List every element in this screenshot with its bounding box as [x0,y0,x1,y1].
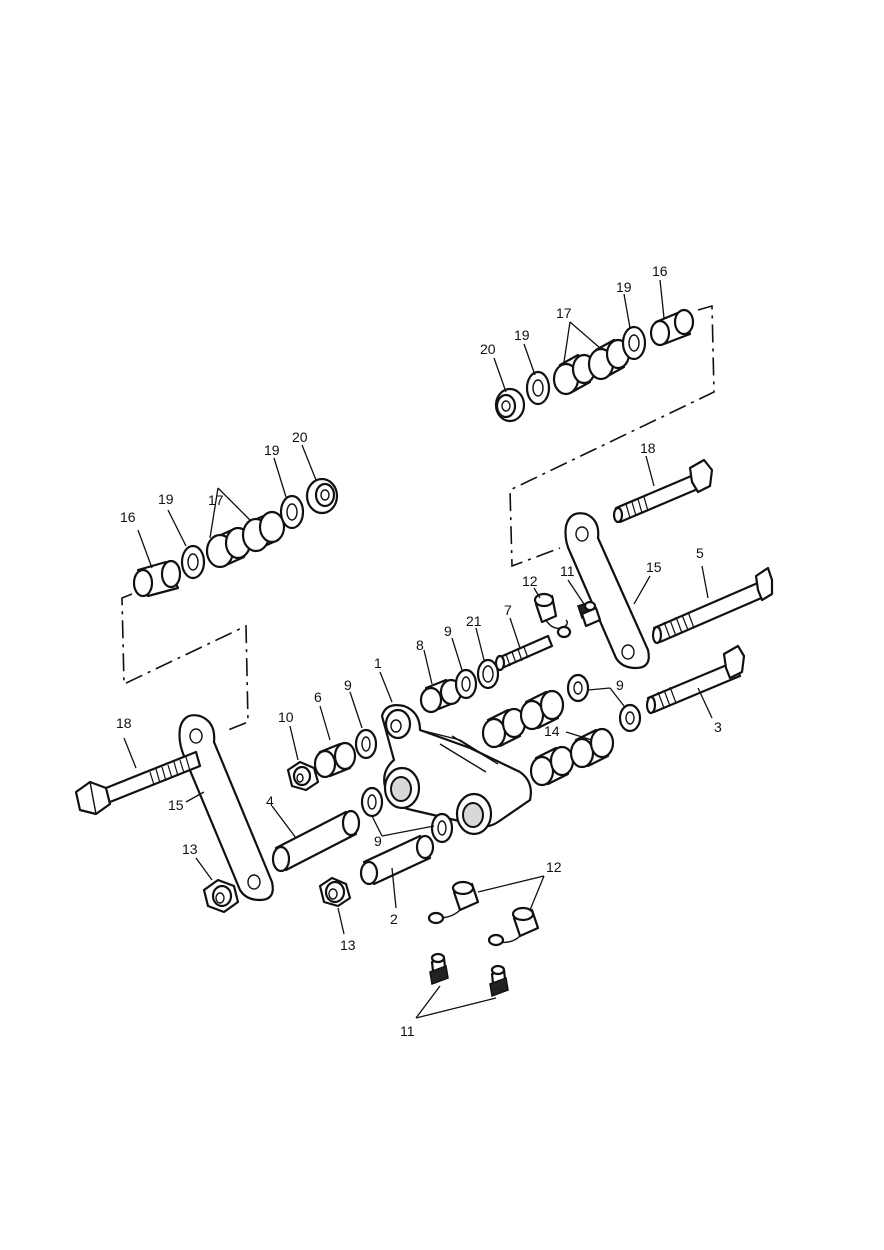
callout-11-upper: 11 [560,563,575,579]
part-18-right-bolt [612,458,714,524]
part-12-cap-lower-b [487,906,540,947]
callout-10: 10 [278,709,294,725]
part-17-upper-left-b [241,510,286,553]
part-9-washer-d [454,668,478,700]
callout-15-left: 15 [168,797,184,813]
callout-11-lower: 11 [400,1023,415,1039]
part-11-nipple-lower-a [429,952,449,986]
callout-3: 3 [714,719,722,735]
part-6-bush [313,741,357,779]
callout-17-upper-left: 17 [208,492,224,508]
callout-13-left: 13 [182,841,198,857]
part-11-nipple-upper [577,600,602,628]
callout-8: 8 [416,637,424,653]
callout-9-lower: 9 [374,833,382,849]
callout-15-right: 15 [646,559,662,575]
part-2-pin [359,834,435,886]
part-9-washer-c [430,812,454,844]
callout-12-lower: 12 [546,859,562,875]
part-19-upper-right-b [621,325,647,361]
part-13-lower-nut [318,876,352,908]
part-10-nut [286,760,320,792]
upper-right-bush-group [493,279,715,568]
part-12-cap-lower-a [427,880,480,925]
part-20-upper-left [305,477,339,515]
right-drop-link-assembly [564,455,714,670]
callout-16-upper-left: 16 [120,509,136,525]
part-9-washer-f [618,703,642,733]
callout-1: 1 [374,655,382,671]
part-12-cap-upper [533,592,572,639]
part-13-left-nut [202,878,240,914]
callout-19-upper-right-b: 19 [616,279,632,295]
part-9-washer-a [354,728,378,760]
part-19-upper-left-b [279,494,305,530]
callout-6: 6 [314,689,322,705]
part-9-washer-e [566,673,590,703]
part-5-bolt [651,566,774,645]
callout-19-upper-left-a: 19 [158,491,174,507]
part-9-washer-b [360,786,384,818]
part-20-upper-right [494,387,526,423]
part-3-bolt [645,644,746,715]
left-drop-link-assembly [74,714,274,914]
callout-12-upper: 12 [522,573,538,589]
part-7-spindle [494,634,554,672]
part-4-pin [271,809,361,873]
callout-18-right: 18 [640,440,656,456]
part-16-upper-left [132,559,182,598]
callout-9-right: 9 [616,677,624,693]
callout-7: 7 [504,602,512,618]
part-16-upper-right [649,308,695,347]
part-21-washer [476,658,500,690]
callout-9-upper: 9 [444,623,452,639]
callout-9-left: 9 [344,677,352,693]
callout-4: 4 [266,793,274,809]
part-19-upper-left-a [180,544,206,580]
upper-left-bush-group [121,444,339,731]
part-11-nipple-lower-b [489,964,509,998]
part-15-left [178,714,274,902]
callout-16-upper-right: 16 [652,263,668,279]
callout-19-upper-left-b: 19 [264,442,280,458]
part-19-upper-right-a [525,370,551,406]
part-14-bushes [481,689,615,787]
callout-17-upper-right: 17 [556,305,572,321]
part-15-right [564,512,650,670]
callout-labels: 20 19 17 19 16 20 19 17 19 16 18 5 15 12… [116,263,722,1039]
part-1-rocker-arm [380,704,532,836]
callout-19-upper-right-a: 19 [514,327,530,343]
callout-13-lower: 13 [340,937,356,953]
callout-21: 21 [466,613,482,629]
callout-2: 2 [390,911,398,927]
callout-5: 5 [696,545,704,561]
callout-18-left: 18 [116,715,132,731]
part-18-left-bolt [74,750,202,816]
callout-20-upper-left: 20 [292,429,308,445]
callout-20-upper-right: 20 [480,341,496,357]
part-17-upper-left-a [205,526,252,569]
callout-14: 14 [544,723,560,739]
